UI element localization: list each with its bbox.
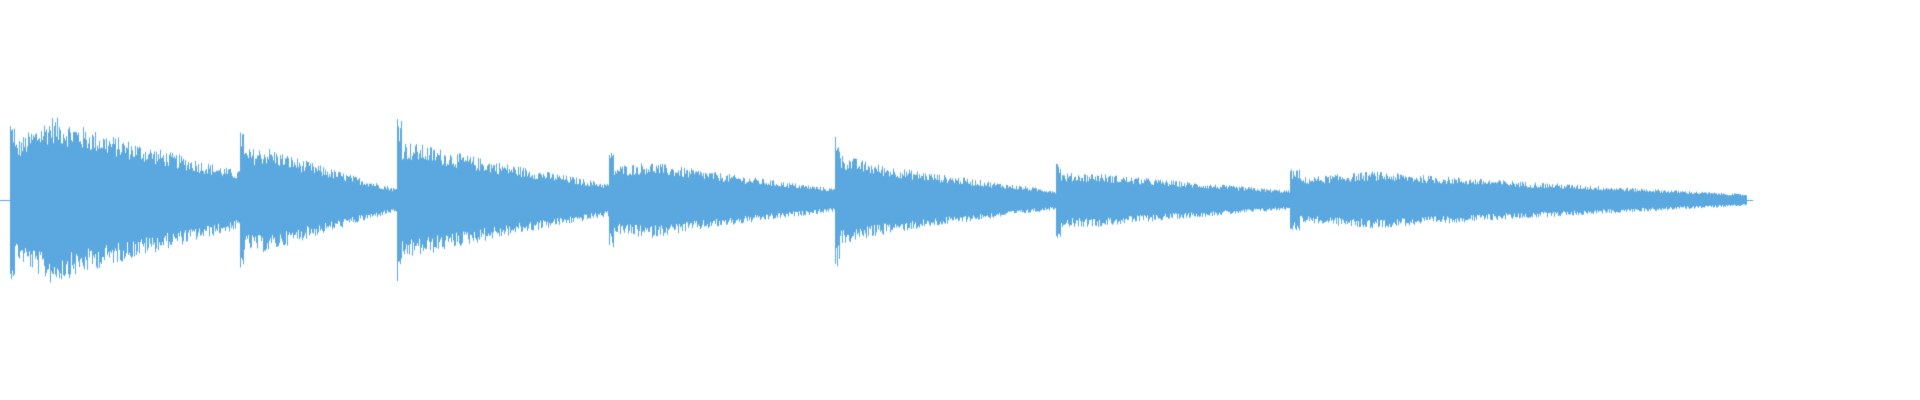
audio-waveform[interactable] <box>0 0 1920 400</box>
